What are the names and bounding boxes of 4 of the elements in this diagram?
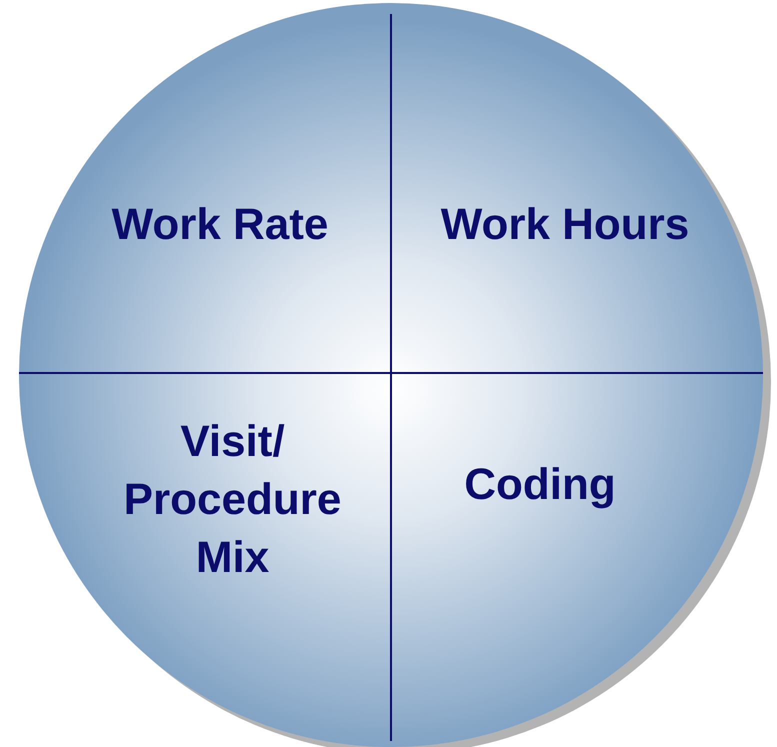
quadrant-label: Work Rate: [112, 199, 328, 251]
quadrant-label: Work Hours: [440, 199, 690, 251]
quadrant-label: Visit/ Procedure Mix: [122, 416, 342, 584]
quadrant-label: Coding: [464, 459, 616, 511]
